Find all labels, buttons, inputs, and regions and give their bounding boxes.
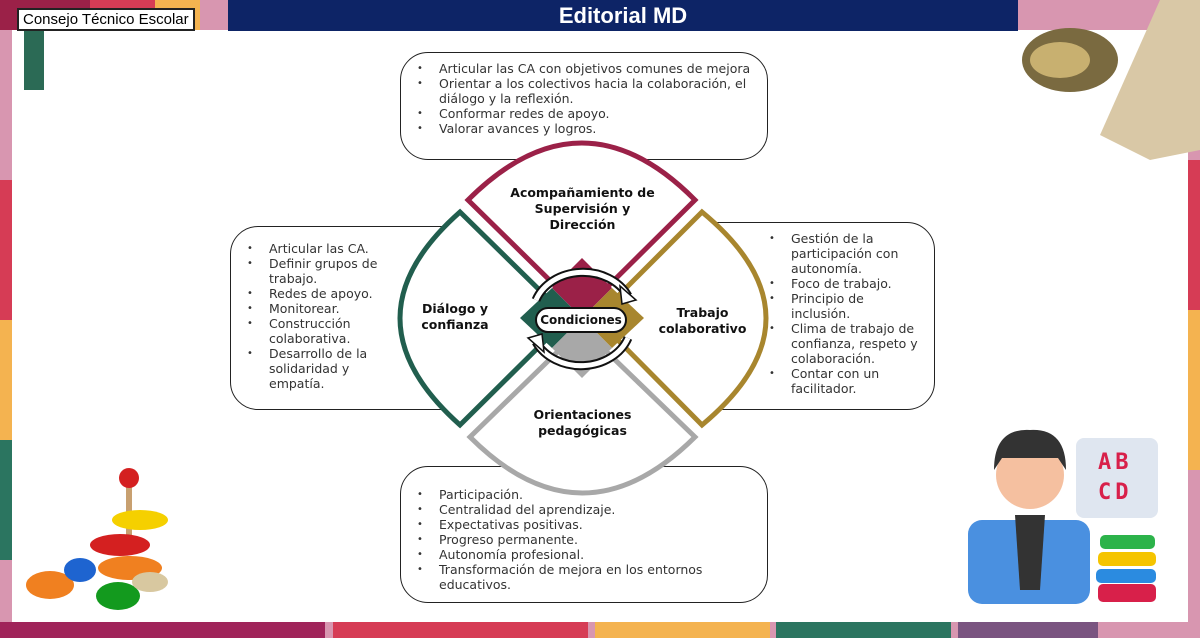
list-item: Articular las CA con objetivos comunes d…	[409, 61, 757, 76]
letter: C	[1098, 480, 1116, 505]
border-stripe	[776, 622, 951, 638]
petal-right	[592, 208, 769, 429]
list-item: Definir grupos de trabajo.	[239, 256, 389, 286]
list-item: Valorar avances y logros.	[409, 121, 757, 136]
list-item: Centralidad del aprendizaje.	[409, 502, 757, 517]
list-item: Orientar a los colectivos hacia la colab…	[409, 76, 757, 106]
list-item: Foco de trabajo.	[761, 276, 926, 291]
serpent-head-illustration	[1022, 28, 1118, 92]
list-item: Articular las CA.	[239, 241, 389, 256]
list-item: Redes de apoyo.	[239, 286, 389, 301]
letter: A	[1098, 450, 1116, 475]
list-item: Progreso permanente.	[409, 532, 757, 547]
letter: D	[1115, 480, 1133, 505]
list-item: Gestión de la participación con autonomí…	[761, 231, 926, 276]
list-item: Participación.	[409, 487, 757, 502]
abc-letters: AB CD	[1098, 448, 1148, 508]
border-stripe	[0, 180, 12, 320]
border-stripe	[0, 622, 325, 638]
green-accent	[24, 30, 44, 90]
border-stripe	[1188, 160, 1200, 310]
list-item: Conformar redes de apoyo.	[409, 106, 757, 121]
list-item: Contar con un facilitador.	[761, 366, 926, 396]
list-item: Transformación de mejora en los entornos…	[409, 562, 757, 592]
petal-top	[464, 140, 699, 316]
petal-label-right: Trabajo colaborativo	[658, 305, 747, 336]
petal-label-top: Acompañamiento de Supervisión y Direcció…	[510, 185, 655, 232]
list-item: Autonomía profesional.	[409, 547, 757, 562]
list-item: Monitorear.	[239, 301, 389, 316]
center-label: Condiciones	[540, 313, 622, 327]
abc-blocks-illustration	[1076, 438, 1158, 602]
toy-rings-illustration	[26, 468, 168, 610]
petal-label-left: Diálogo y confianza	[421, 301, 489, 332]
border-stripe	[0, 440, 12, 560]
petal-label-bottom: Orientaciones pedagógicas	[533, 407, 632, 438]
teacher-illustration	[968, 429, 1090, 604]
letter: B	[1115, 450, 1133, 475]
list-item: Clima de trabajo de confianza, respeto y…	[761, 321, 926, 366]
list-item: Construcción colaborativa.	[239, 316, 389, 346]
corner-decoration	[1100, 0, 1200, 160]
border-stripe	[333, 622, 588, 638]
list-item: Desarrollo de la solidaridad y empatía.	[239, 346, 389, 391]
condiciones-pill	[535, 307, 627, 333]
list-item: Principio de inclusión.	[761, 291, 926, 321]
border-stripe	[958, 622, 1098, 638]
petal-left	[397, 208, 572, 429]
list-item: Expectativas positivas.	[409, 517, 757, 532]
header-title: Editorial MD	[228, 0, 1018, 31]
cte-badge: Consejo Técnico Escolar	[17, 8, 195, 31]
border-stripe	[595, 622, 770, 638]
petal-bottom	[466, 324, 699, 496]
cycle-arrow-icon	[533, 269, 631, 302]
border-stripe	[1188, 310, 1200, 470]
border-stripe	[0, 320, 12, 440]
